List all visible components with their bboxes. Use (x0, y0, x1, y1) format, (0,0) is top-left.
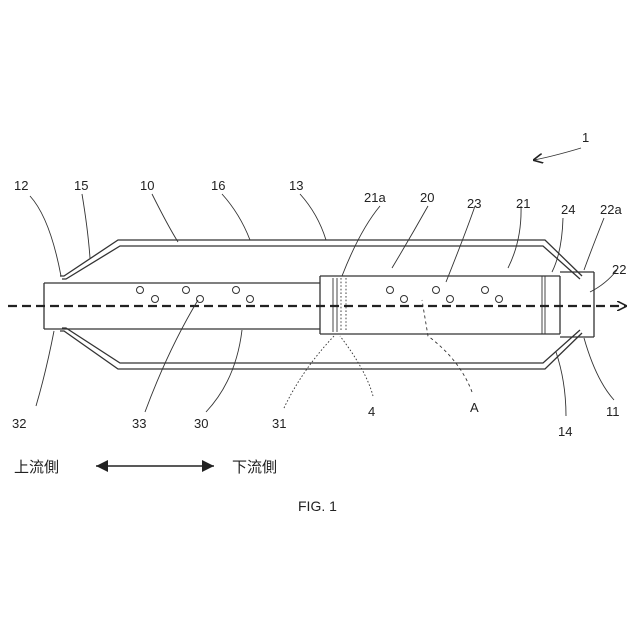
label-13: 13 (289, 178, 303, 193)
label-4: 4 (368, 404, 375, 419)
figure-caption: FIG. 1 (298, 498, 337, 514)
label-A: A (470, 400, 479, 415)
label-22: 22 (612, 262, 626, 277)
label-22a: 22a (600, 202, 622, 217)
label-30: 30 (194, 416, 208, 431)
label-11: 11 (606, 404, 620, 419)
label-32: 32 (12, 416, 26, 431)
label-24: 24 (561, 202, 575, 217)
reference-numerals: 1 12 15 10 16 13 21a 20 23 21 24 22a 22 … (12, 130, 626, 439)
label-12: 12 (14, 178, 28, 193)
label-1: 1 (582, 130, 589, 145)
label-16: 16 (211, 178, 225, 193)
holes-downstream (387, 287, 503, 303)
downstream-label: 下流側 (232, 459, 277, 476)
holes-upstream (137, 287, 254, 303)
label-21a: 21a (364, 190, 386, 205)
label-33: 33 (132, 416, 146, 431)
outer-shell (60, 240, 582, 369)
label-10: 10 (140, 178, 154, 193)
label-31: 31 (272, 416, 286, 431)
label-20: 20 (420, 190, 434, 205)
upstream-label: 上流側 (14, 459, 59, 476)
tail-pipe (560, 272, 594, 337)
leader-lines (30, 148, 617, 416)
downstream-pipe (320, 276, 560, 334)
label-23: 23 (467, 196, 481, 211)
direction-indicator: 上流側 下流側 (14, 459, 277, 476)
label-21: 21 (516, 196, 530, 211)
label-14: 14 (558, 424, 572, 439)
label-15: 15 (74, 178, 88, 193)
